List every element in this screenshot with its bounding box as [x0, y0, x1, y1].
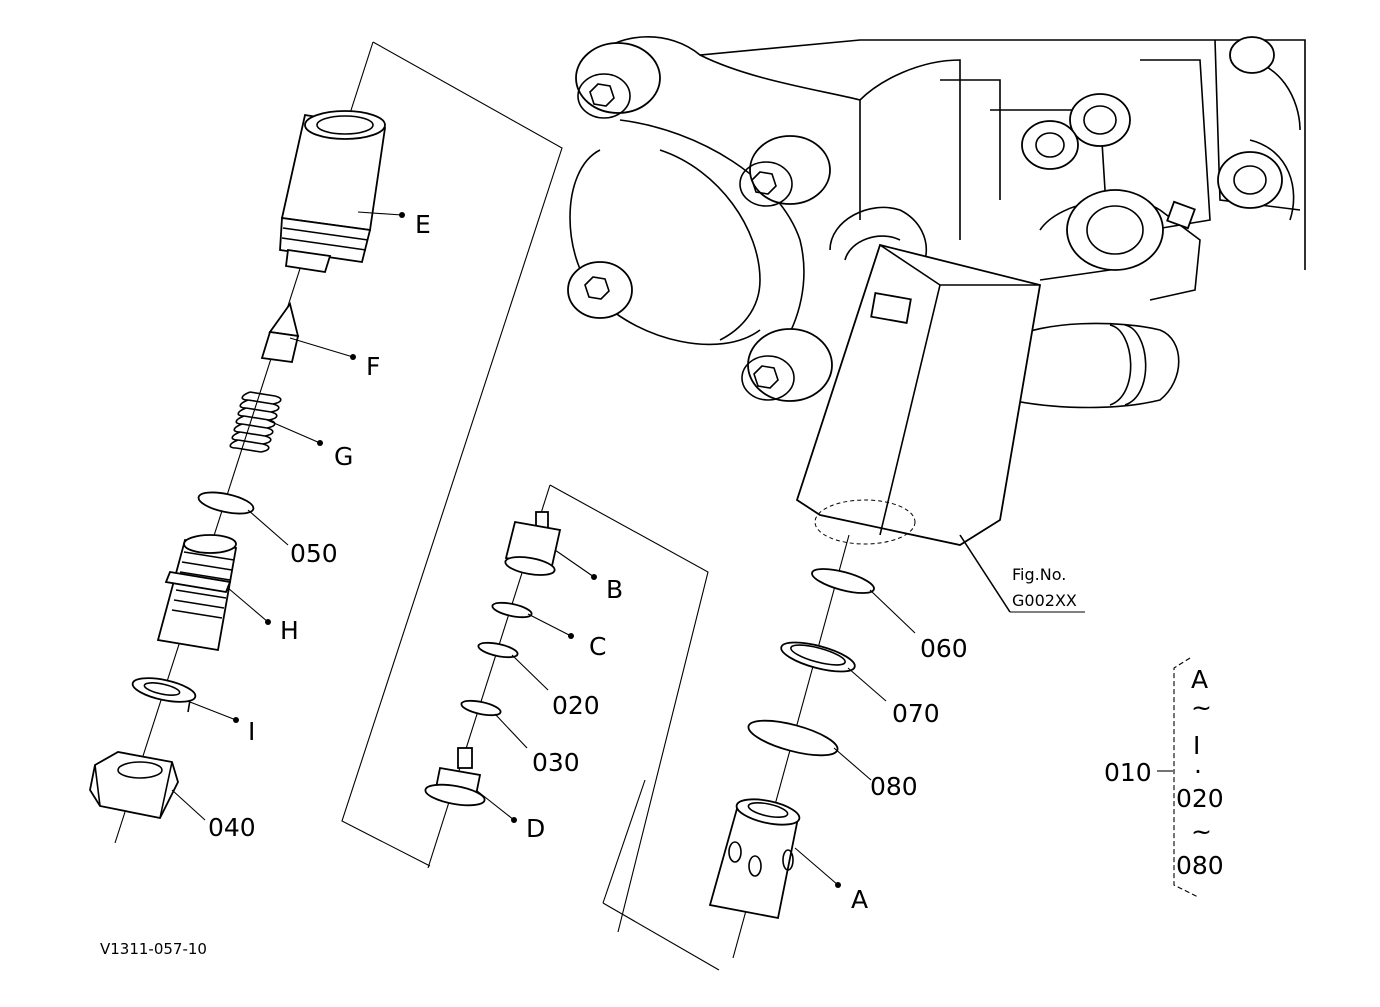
- bolt-3: [567, 261, 633, 319]
- bolt-8: [1229, 36, 1275, 74]
- callout-F: F: [366, 352, 380, 381]
- valve-block: [795, 243, 1042, 613]
- fig-no-label: Fig.No.: [1012, 565, 1066, 584]
- bolt-1: [575, 42, 661, 119]
- figure-reference: Fig.No. G002XX: [1012, 565, 1077, 610]
- part-G-spring: [229, 391, 282, 453]
- leader-lines: [171, 211, 1085, 888]
- drawing-id: V1311-057-10: [100, 940, 207, 958]
- callout-060: 060: [920, 634, 968, 663]
- assembly-legend: 010 A ~ I · 020 ~ 080: [1104, 657, 1224, 898]
- callout-050: 050: [290, 539, 338, 568]
- callout-labels: E F G 050 H I 040 B C 020 030 D 060 070 …: [208, 210, 968, 914]
- part-A-valve-cartridge: [708, 798, 801, 920]
- bolt-7: [1217, 151, 1283, 209]
- callout-B: B: [606, 575, 623, 604]
- legend-range2-end: 080: [1176, 851, 1224, 880]
- legend-range-start: A: [1191, 665, 1208, 694]
- part-060-o-ring: [811, 568, 875, 594]
- callout-H: H: [280, 616, 299, 645]
- legend-dot: ·: [1194, 757, 1202, 786]
- part-D-valve-seat: [424, 747, 486, 807]
- pump-body: [569, 36, 1306, 409]
- part-050-o-ring: [197, 491, 255, 515]
- callout-D: D: [526, 814, 545, 843]
- legend-range2-start: 020: [1176, 784, 1224, 813]
- legend-tilde-2: ~: [1191, 817, 1212, 846]
- callout-A: A: [851, 885, 868, 914]
- part-C-ring: [491, 601, 533, 619]
- callout-E: E: [415, 210, 431, 239]
- legend-tilde-1: ~: [1191, 693, 1212, 722]
- part-030-o-ring: [460, 699, 502, 717]
- part-E-plug: [279, 110, 387, 274]
- bolt-5: [1069, 93, 1131, 147]
- callout-080: 080: [870, 772, 918, 801]
- part-H-threaded-sleeve: [156, 534, 238, 652]
- callout-030: 030: [532, 748, 580, 777]
- fitting-nut: [1066, 189, 1196, 271]
- part-080-o-ring: [747, 719, 839, 757]
- part-070-backup-ring: [780, 641, 856, 673]
- bolt-2: [739, 135, 831, 207]
- callout-040: 040: [208, 813, 256, 842]
- bolt-6: [1021, 120, 1079, 170]
- callout-020: 020: [552, 691, 600, 720]
- legend-assembly-number: 010: [1104, 758, 1152, 787]
- part-B-check-valve: [504, 511, 562, 576]
- part-040-nut: [89, 751, 179, 820]
- callout-G: G: [334, 442, 353, 471]
- part-I-washer: [131, 677, 197, 713]
- callout-I: I: [248, 717, 255, 746]
- callout-070: 070: [892, 699, 940, 728]
- bolt-4: [741, 328, 833, 402]
- legend-range-end: I: [1193, 731, 1200, 760]
- part-F-cone: [260, 301, 300, 364]
- bolt-heads: [567, 36, 1283, 402]
- fig-no-value: G002XX: [1012, 591, 1077, 610]
- callout-C: C: [589, 632, 606, 661]
- part-020-o-ring: [477, 641, 519, 659]
